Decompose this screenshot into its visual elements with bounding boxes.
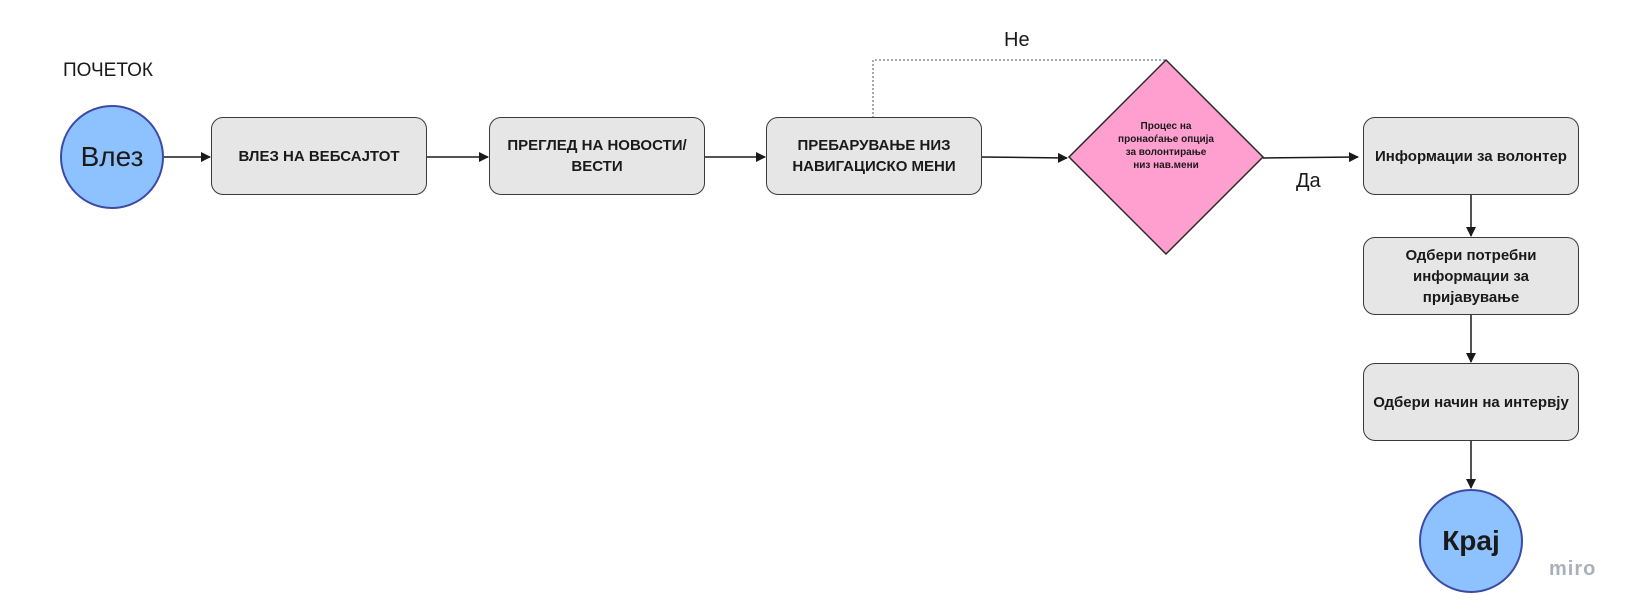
step-volunteer-info[interactable]: Информации за волонтер xyxy=(1363,117,1579,195)
edge-step3-to-decision xyxy=(981,152,1068,163)
decision-diamond[interactable] xyxy=(1067,58,1265,256)
decision-label: Процес на пронаоѓање опција за волонтира… xyxy=(1118,121,1214,171)
step-review-news[interactable]: ПРЕГЛЕД НА НОВОСТИ/ ВЕСТИ xyxy=(489,117,705,195)
start-node[interactable]: Влез xyxy=(60,105,164,209)
edge-label-yes: Да xyxy=(1296,170,1321,192)
step-select-interview-method[interactable]: Одбери начин на интервју xyxy=(1363,363,1579,441)
miro-logo: miro xyxy=(1549,558,1597,580)
diagram-title: ПОЧЕТОК xyxy=(63,60,153,81)
step-select-application-info[interactable]: Одбери потребни информации за пријавувањ… xyxy=(1363,237,1579,315)
edge-decision-no-loop xyxy=(872,59,1166,118)
step-enter-website[interactable]: ВЛЕЗ НА ВЕБСАЈТОТ xyxy=(211,117,427,195)
edge-label-no: Не xyxy=(1004,29,1030,51)
step-search-navigation[interactable]: ПРЕБАРУВАЊЕ НИЗ НАВИГАЦИСКО МЕНИ xyxy=(766,117,982,195)
end-node[interactable]: Крај xyxy=(1419,489,1523,593)
edge-decision-to-info xyxy=(1262,152,1359,163)
